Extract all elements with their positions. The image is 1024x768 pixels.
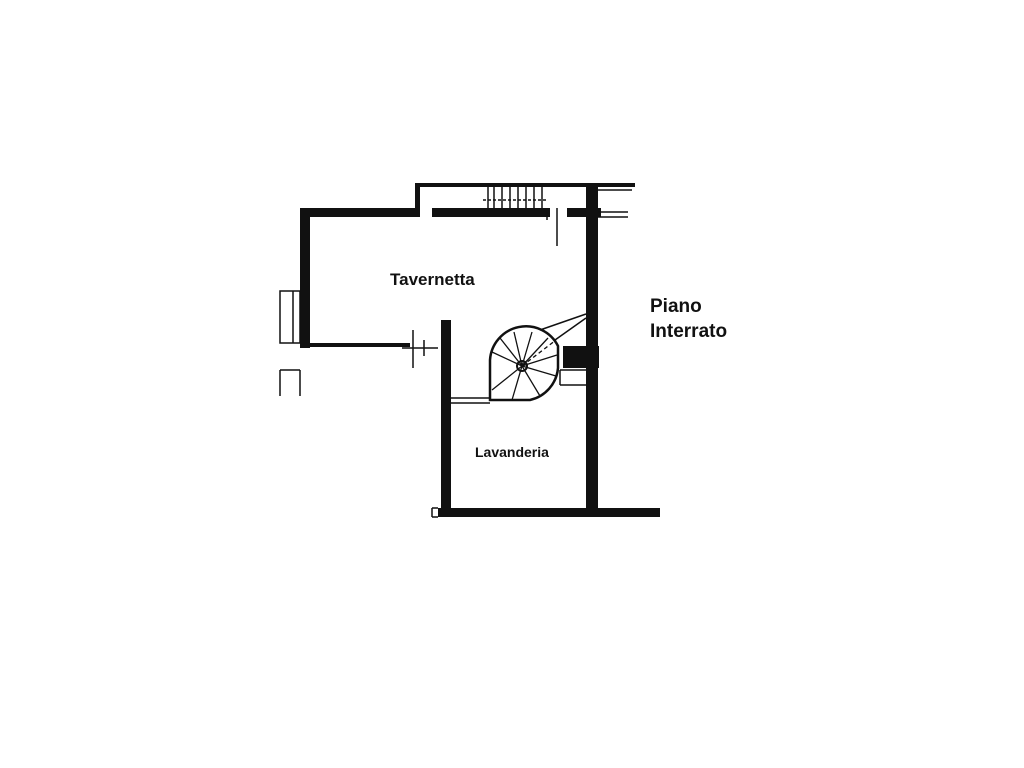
- spiral-stair: [488, 325, 560, 402]
- floor-title: Piano Interrato: [650, 294, 727, 344]
- room-label-tavernetta: Tavernetta: [390, 270, 475, 289]
- floor-title-line1: Piano: [650, 296, 702, 317]
- straight-stair: [483, 187, 548, 208]
- thin-lines: [279, 189, 632, 518]
- floor-title-line2: Interrato: [650, 321, 728, 342]
- room-label-lavanderia: Lavanderia: [475, 444, 549, 460]
- exterior-walls: [300, 183, 660, 517]
